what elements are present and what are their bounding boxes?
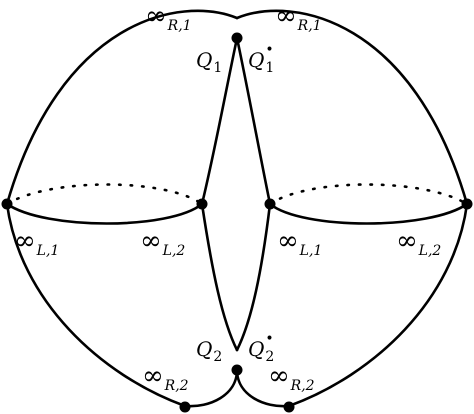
nodes xyxy=(1,32,473,413)
label-right-equator-right: ∞L,2 xyxy=(396,226,441,259)
label-right-upper-junction: Q1• xyxy=(248,42,274,76)
label-left-equator-right: ∞L,2 xyxy=(140,226,185,259)
node-right-equator-left xyxy=(264,198,276,210)
right-lobe-inner-curve xyxy=(235,36,272,352)
left-lobe-outer-lower-curve xyxy=(5,202,239,408)
right-lobe-outer-lower-curve xyxy=(235,202,469,408)
left-lobe-equator-front xyxy=(5,202,204,225)
label-left-upper-junction: Q1 xyxy=(196,48,222,76)
left-lobe-outer-upper-curve xyxy=(5,9,239,206)
left-lobe-equator-back xyxy=(5,183,204,206)
right-lobe-equator-back xyxy=(268,183,469,206)
label-left-equator-left: ∞L,1 xyxy=(14,226,59,259)
right-lobe-equator-front xyxy=(268,202,469,225)
node-right-equator-right xyxy=(461,198,473,210)
label-right-top-infinity: ∞R,1 xyxy=(275,1,322,34)
left-lobe-inner-curve xyxy=(200,36,239,352)
label-left-bottom-infinity: ∞R,2 xyxy=(142,361,189,394)
node-right-bottom xyxy=(283,401,295,413)
node-lower-junction xyxy=(231,364,243,376)
node-left-equator-right xyxy=(196,198,208,210)
label-right-equator-left: ∞L,1 xyxy=(277,226,322,259)
right-lobe-outer-upper-curve xyxy=(235,9,469,206)
label-right-lower-junction: Q2• xyxy=(248,331,274,365)
label-left-top-infinity: ∞R,1 xyxy=(145,1,192,34)
node-upper-junction xyxy=(231,32,243,44)
label-right-bottom-infinity: ∞R,2 xyxy=(268,361,315,394)
node-left-bottom xyxy=(179,401,191,413)
node-left-equator-left xyxy=(1,198,13,210)
label-left-lower-junction: Q2 xyxy=(196,337,222,365)
